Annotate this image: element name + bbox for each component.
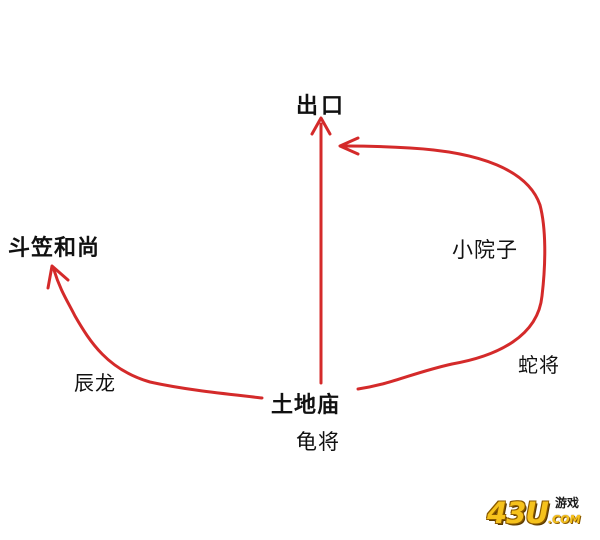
node-turtle-general: 龟将: [296, 430, 340, 454]
node-monk: 斗笠和尚: [8, 236, 101, 261]
node-temple: 土地庙: [271, 393, 341, 418]
logo-top-text: 游戏: [555, 496, 580, 510]
node-yard: 小院子: [452, 238, 518, 262]
node-dragon: 辰龙: [74, 371, 116, 395]
route-temple-loop-to-exit: [342, 144, 547, 391]
arrowhead-exit-up: [310, 116, 332, 136]
route-temple-to-monk: [52, 268, 264, 400]
logo-main-text: 43U: [487, 496, 549, 530]
logo-bottom-text: .COM: [548, 513, 581, 526]
node-snake-general: 蛇将: [518, 353, 560, 377]
arrowhead-exit-right: [338, 136, 360, 156]
arrowhead-monk: [46, 264, 70, 290]
site-logo: 43U 游戏 .COM: [487, 492, 595, 532]
node-exit: 出口: [296, 94, 347, 119]
